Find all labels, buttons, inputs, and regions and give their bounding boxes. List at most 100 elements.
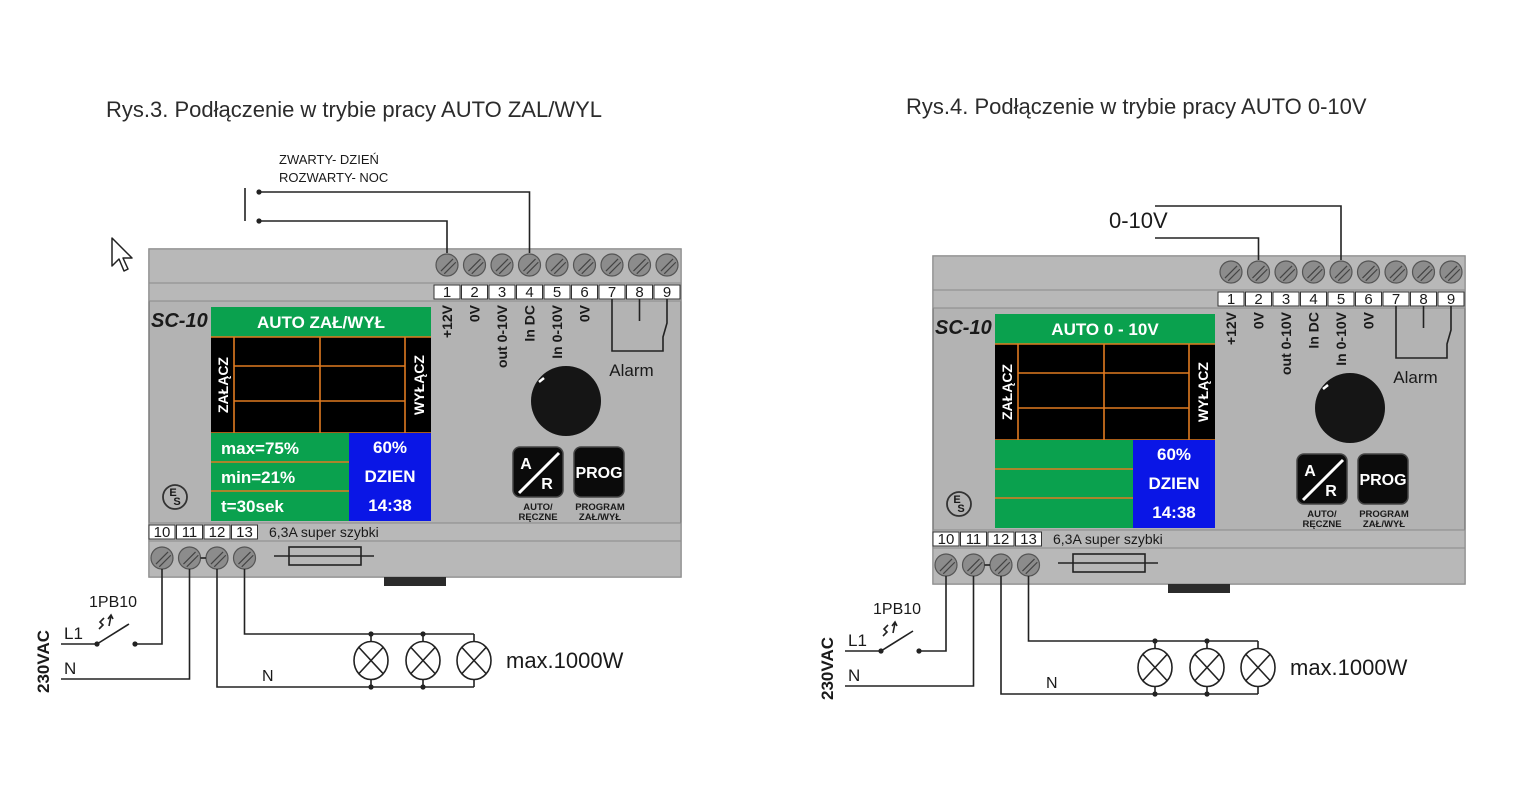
- screw-slot: [155, 551, 169, 565]
- lcd-params-panel: [211, 433, 349, 521]
- lamp-cross: [1245, 653, 1271, 682]
- terminal-number: 2: [1254, 291, 1262, 308]
- screw-slot: [1365, 268, 1378, 282]
- junction-dot: [1204, 691, 1210, 697]
- switch-blade: [96, 623, 130, 645]
- terminal-number: 13: [1020, 531, 1037, 548]
- lcd-schedule-area: [995, 344, 1215, 440]
- terminal-function-label: out 0-10V: [494, 304, 510, 368]
- screw-slot: [605, 258, 619, 272]
- screw-slot: [526, 261, 539, 275]
- screw-slot: [1362, 265, 1375, 279]
- button-caption: RĘCZNE: [518, 512, 557, 523]
- junction-dot: [1204, 638, 1210, 644]
- screw-slot: [1447, 268, 1461, 282]
- logo-letter: S: [173, 496, 180, 508]
- lcd-header-bar: [211, 307, 431, 337]
- es-logo-icon: [162, 484, 188, 510]
- terminal-number: 8: [635, 284, 643, 301]
- input-wire: [1155, 205, 1342, 260]
- screw-slot: [939, 558, 953, 572]
- button-slash: [517, 451, 561, 495]
- input-note-line: ZWARTY- DZIEŃ: [279, 152, 379, 167]
- terminal-number: 11: [966, 531, 982, 548]
- input-wire: [259, 191, 531, 253]
- terminal-function-label: +12V: [1223, 311, 1239, 345]
- lcd-status-value: 60%: [1157, 445, 1191, 464]
- terminal-number-box: [148, 524, 176, 540]
- fuse-icon: [1072, 553, 1146, 573]
- terminal-function-label: In 0-10V: [1333, 311, 1349, 365]
- alarm-relay-contact: [1395, 306, 1452, 359]
- screw-slot: [1389, 265, 1403, 279]
- input-wire: [259, 220, 448, 253]
- terminal-number-box: [488, 284, 516, 300]
- screw-slot: [1279, 265, 1293, 279]
- lamp-cross: [461, 646, 487, 675]
- screw-slot: [636, 261, 649, 275]
- model-label: SC-10: [151, 310, 208, 332]
- terminal-number-box: [1355, 291, 1382, 307]
- screw-slot: [1444, 265, 1458, 279]
- terminal-number-box: [1015, 531, 1042, 547]
- terminal-number: 3: [498, 284, 506, 301]
- button-caption: PROGRAM: [575, 502, 625, 513]
- button-label: PROG: [1359, 472, 1406, 489]
- screw-slot: [578, 258, 591, 272]
- din-clip: [1168, 584, 1230, 593]
- terminal-number: 4: [1309, 291, 1317, 308]
- terminal-number-box: [516, 284, 543, 300]
- neutral-wire: [61, 569, 191, 680]
- button-slash: [1301, 458, 1345, 502]
- lamp-cross: [410, 646, 436, 675]
- terminal-number-box: [433, 284, 461, 300]
- terminal-function-label: In DC: [522, 305, 538, 342]
- lcd-on-label: ZAŁĄCZ: [215, 357, 231, 413]
- din-clip: [384, 577, 446, 586]
- load-wire: [243, 569, 474, 635]
- prog-button: PROG: [573, 446, 625, 498]
- terminal-number: 1: [1227, 291, 1235, 308]
- terminal-number-box: [960, 531, 987, 547]
- lcd-header-text: AUTO 0 - 10V: [1051, 320, 1159, 339]
- screw-slot: [495, 258, 509, 272]
- bottom-terminal-rail: [148, 540, 682, 578]
- prog-button: PROG: [1357, 453, 1409, 505]
- terminal-number-box: [987, 531, 1015, 547]
- terminal-function-label: 0V: [1361, 311, 1377, 329]
- lamp-cross: [1142, 653, 1168, 682]
- terminal-number: 5: [553, 284, 561, 301]
- switch-label: 1PB10: [873, 601, 921, 618]
- lcd-off-label: WYŁĄCZ: [1195, 362, 1211, 422]
- terminal-number: 2: [470, 284, 478, 301]
- button-caption: AUTO/: [1307, 509, 1337, 520]
- button-label: PROG: [575, 465, 622, 482]
- terminal-number-box: [203, 524, 231, 540]
- adjustment-knob: [531, 366, 601, 436]
- load-neutral-label: N: [1046, 675, 1058, 692]
- button-face: [1357, 453, 1409, 505]
- terminal-number: 9: [1447, 291, 1455, 308]
- screw-slot: [471, 261, 484, 275]
- terminal-number: 6: [580, 284, 588, 301]
- lamp-cross: [358, 646, 384, 675]
- terminal-number: 13: [236, 524, 253, 541]
- light-sensor-icon: [882, 624, 889, 637]
- auto-manual-button: AR: [1296, 453, 1348, 505]
- screw-slot: [498, 261, 512, 275]
- screw-slot: [663, 261, 677, 275]
- button-caption: PROGRAM: [1359, 509, 1409, 520]
- screw-slot: [633, 258, 646, 272]
- input-wire: [1155, 237, 1260, 260]
- supply-voltage-label: 230VAC: [818, 637, 837, 700]
- alarm-label: Alarm: [1393, 368, 1437, 387]
- screw-slot: [1022, 558, 1035, 572]
- button-caption: RĘCZNE: [1302, 519, 1341, 530]
- terminal-number-box: [1217, 291, 1245, 307]
- terminal-function-label: 0V: [467, 304, 483, 322]
- screw-slot: [213, 554, 227, 568]
- neutral-wire: [845, 576, 975, 687]
- screw-slot: [967, 558, 980, 572]
- lcd-param-value: max=75%: [221, 439, 299, 458]
- mouse-cursor-icon: [111, 237, 133, 272]
